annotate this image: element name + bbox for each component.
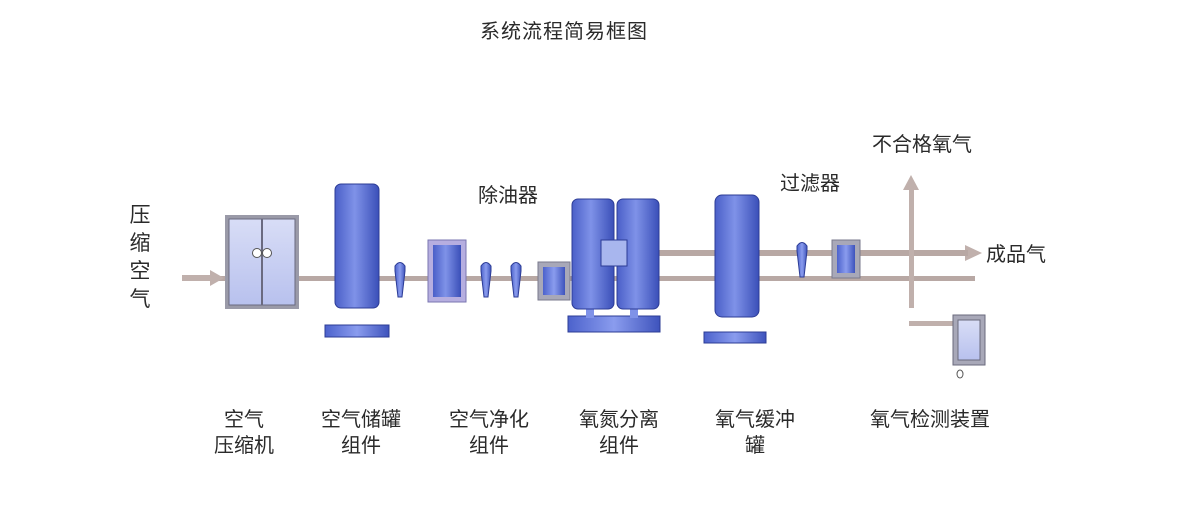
filter-3 xyxy=(510,262,522,298)
caption-line: 组件 xyxy=(469,433,509,457)
caption-line: 氧氮分离 xyxy=(579,407,659,431)
product-filter xyxy=(831,239,861,279)
oil-remover xyxy=(537,261,571,301)
caption-buffer-tank: 氧气缓冲 罐 xyxy=(700,406,810,458)
oxygen-detector xyxy=(952,314,986,379)
oxygen-nitrogen-separator xyxy=(567,198,661,333)
input-label: 压 缩 空 气 xyxy=(125,201,155,313)
filter-4 xyxy=(796,242,808,278)
caption-line: 空气净化 xyxy=(449,407,529,431)
input-char: 压 xyxy=(129,203,151,227)
caption-line: 空气 xyxy=(224,407,264,431)
caption-separator: 氧氮分离 组件 xyxy=(564,406,674,458)
caption-line: 氧气检测装置 xyxy=(870,407,990,431)
caption-air-purification: 空气净化 组件 xyxy=(434,406,544,458)
caption-line: 罐 xyxy=(745,433,765,457)
diagram-title: 系统流程简易框图 xyxy=(480,19,648,43)
detector-pipe xyxy=(909,321,955,326)
unqualified-oxygen-label: 不合格氧气 xyxy=(872,132,972,156)
caption-air-receiver: 空气储罐 组件 xyxy=(306,406,416,458)
caption-detector: 氧气检测装置 xyxy=(850,406,1010,432)
filter-1 xyxy=(394,262,406,298)
caption-line: 氧气缓冲 xyxy=(715,407,795,431)
filter-label: 过滤器 xyxy=(780,171,840,195)
air-purification-unit xyxy=(427,239,467,303)
caption-line: 组件 xyxy=(341,433,381,457)
input-arrow xyxy=(182,270,224,286)
caption-line: 组件 xyxy=(599,433,639,457)
caption-line: 空气储罐 xyxy=(321,407,401,431)
unqualified-arrow xyxy=(903,175,919,308)
caption-air-compressor: 空气 压缩机 xyxy=(194,406,294,458)
input-char: 空 xyxy=(129,259,151,283)
oil-remover-label: 除油器 xyxy=(478,183,538,207)
input-char: 缩 xyxy=(129,231,151,255)
input-char: 气 xyxy=(129,287,151,311)
oxygen-buffer-tank xyxy=(703,194,767,344)
product-gas-label: 成品气 xyxy=(986,242,1046,266)
air-compressor xyxy=(225,215,299,309)
caption-line: 压缩机 xyxy=(214,433,274,457)
filter-2 xyxy=(480,262,492,298)
air-receiver-tank xyxy=(324,183,390,338)
